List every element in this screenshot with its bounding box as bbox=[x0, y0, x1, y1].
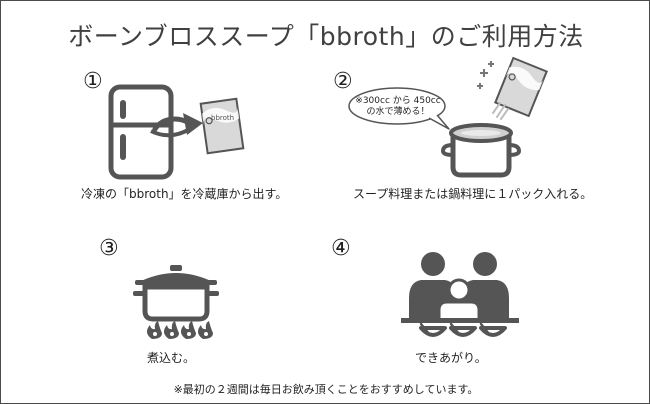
pot-on-stove-icon bbox=[133, 265, 219, 339]
step-1-package-label: bbroth bbox=[211, 114, 235, 122]
family-dining-icon bbox=[401, 252, 519, 337]
speech-bubble bbox=[348, 87, 450, 130]
bbroth-package-icon bbox=[199, 97, 245, 155]
bubble-line-2: の水で薄める！ bbox=[366, 107, 430, 117]
step-2-number: ② bbox=[333, 69, 353, 94]
refrigerator-icon bbox=[108, 84, 203, 180]
step-3-caption: 煮込む。 bbox=[147, 351, 196, 365]
bubble-line-1: ※300cc から 450cc bbox=[355, 96, 441, 106]
step-2-caption: スープ料理または鍋料理に１パック入れる。 bbox=[353, 187, 593, 201]
soup-pot-icon bbox=[440, 123, 522, 178]
footnote: ※最初の２週間は毎日お飲み頂くことをおすすめしています。 bbox=[173, 383, 479, 396]
step-1-number: ① bbox=[83, 69, 103, 94]
step-1-caption: 冷凍の「bbroth」を冷蔵庫から出す。 bbox=[81, 187, 288, 201]
step-4-number: ④ bbox=[331, 236, 351, 261]
bbroth-package-pouring-icon bbox=[477, 56, 548, 120]
step-3-number: ③ bbox=[99, 236, 119, 261]
step-4-caption: できあがり。 bbox=[415, 351, 487, 365]
page-title: ボーンブロススープ「bbroth」のご利用方法 bbox=[68, 22, 584, 51]
